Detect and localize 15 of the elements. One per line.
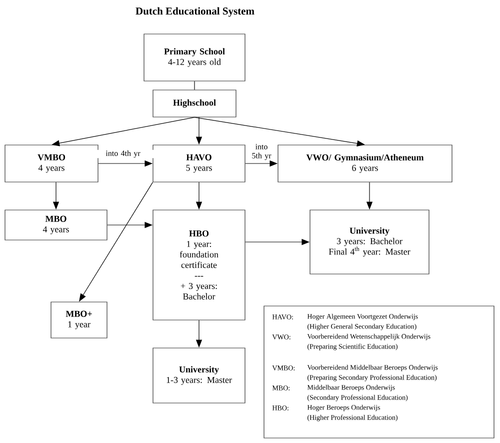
stage-box: VMBO 4 years	[4, 144, 98, 182]
school-box: Primary School 4-12 years old	[144, 34, 246, 82]
stage-box: VWO/ Gymnasium/Atheneum 6 years	[278, 144, 452, 182]
stage-box: MBO 4 years	[4, 210, 108, 240]
stage-box: Highschool	[152, 90, 236, 118]
stage-box: University 1-3 years: Master	[152, 348, 246, 404]
connector-line	[194, 81, 195, 90]
stage-box: HAVO 5 years	[152, 144, 246, 182]
edge-label: into 4th yr	[106, 150, 140, 158]
edge-label: into 5th yr	[252, 144, 272, 160]
stage-box: University 3 years: Bachelor Final 4$^{th}$ year: Master	[310, 210, 430, 274]
stage-box: HBO 1 year: foundation certificate --- + 3 years: Bachelor	[152, 210, 246, 320]
stage-box: MBO+ 1 year	[50, 302, 108, 338]
glossary-box	[264, 306, 494, 438]
title: Dutch Educational System	[136, 7, 254, 17]
